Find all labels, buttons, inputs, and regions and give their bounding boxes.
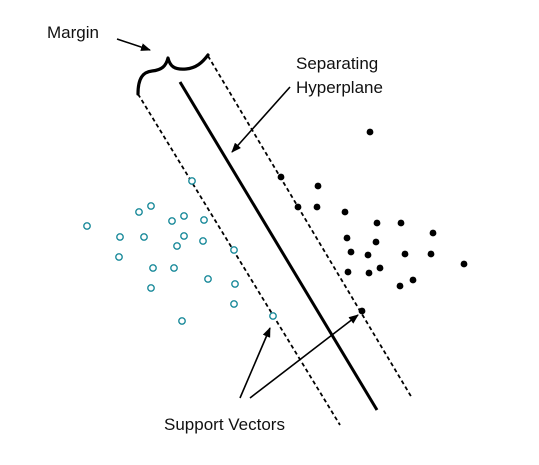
filled-point [409, 276, 417, 284]
margin-boundary-right [207, 55, 413, 399]
open-point [188, 177, 196, 185]
filled-point [366, 128, 374, 136]
filled-point [427, 250, 435, 258]
hyperplane-label-line1: Separating [296, 54, 378, 73]
filled-point [313, 203, 321, 211]
open-point [168, 217, 176, 225]
open-point [83, 222, 91, 230]
open-point [230, 300, 238, 308]
hyperplane-label-line2: Hyperplane [296, 78, 383, 97]
filled-point [372, 238, 380, 246]
filled-point [364, 251, 372, 259]
open-point [199, 237, 207, 245]
open-point [230, 246, 238, 254]
open-point [204, 275, 212, 283]
filled-point [343, 234, 351, 242]
filled-point [429, 229, 437, 237]
open-point [116, 233, 124, 241]
filled-point [397, 219, 405, 227]
open-point [180, 212, 188, 220]
open-point-group [83, 177, 277, 325]
support-vectors-label: Support Vectors [164, 415, 285, 434]
filled-point [401, 250, 409, 258]
filled-point [396, 282, 404, 290]
open-point [170, 264, 178, 272]
margin-arrow [116, 38, 151, 51]
open-point [147, 202, 155, 210]
open-point [231, 280, 239, 288]
filled-point [314, 182, 322, 190]
open-point [147, 284, 155, 292]
open-point [269, 312, 277, 320]
filled-point [460, 260, 468, 268]
filled-point [341, 208, 349, 216]
margin-label: Margin [47, 23, 99, 42]
open-point [149, 264, 157, 272]
filled-point [294, 203, 302, 211]
support-vector-arrow-right [249, 314, 359, 399]
open-point [200, 216, 208, 224]
filled-point [358, 307, 366, 315]
margin-boundary-left [137, 93, 341, 426]
open-point [178, 317, 186, 325]
separating-hyperplane [178, 81, 379, 411]
filled-point [344, 268, 352, 276]
filled-point [365, 269, 373, 277]
open-point [140, 233, 148, 241]
filled-point [277, 173, 285, 181]
margin-brace [136, 53, 210, 96]
filled-point [376, 264, 384, 272]
filled-point [373, 219, 381, 227]
open-point [180, 232, 188, 240]
open-point [135, 208, 143, 216]
support-vector-arrow-left [239, 327, 271, 399]
filled-point-group [277, 128, 468, 315]
hyperplane-arrow [231, 86, 291, 153]
open-point [115, 253, 123, 261]
open-point [173, 242, 181, 250]
filled-point [347, 248, 355, 256]
